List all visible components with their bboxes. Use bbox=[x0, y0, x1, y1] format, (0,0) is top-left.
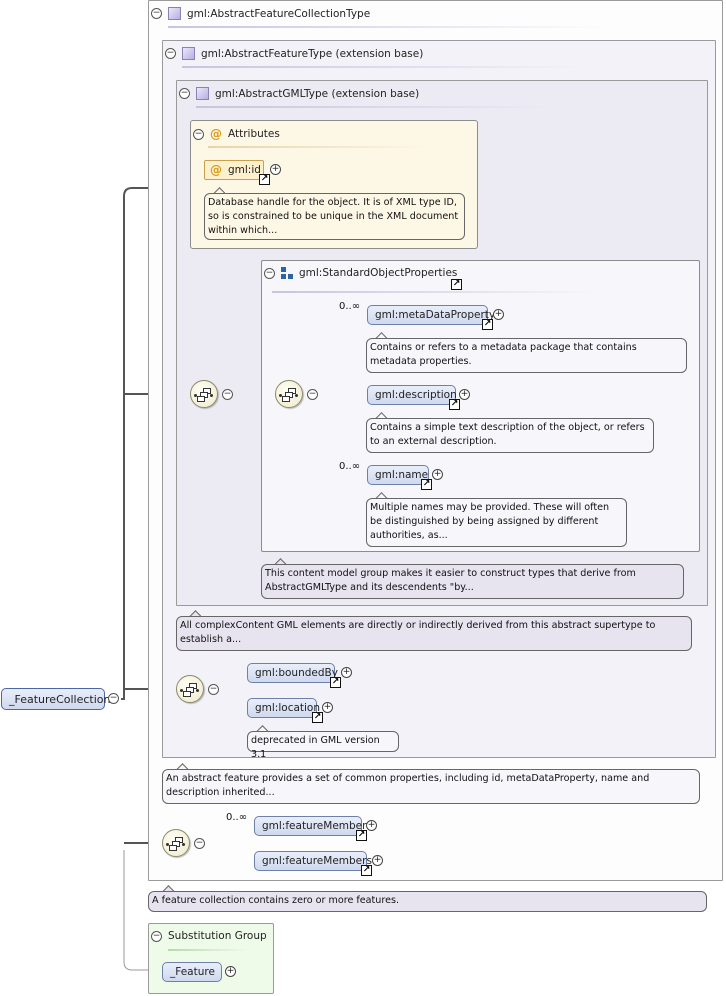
expand-icon[interactable]: + bbox=[493, 309, 504, 320]
metadata-property-doc: Contains or refers to a metadata package… bbox=[366, 338, 687, 373]
cardinality-label: 0..∞ bbox=[226, 812, 248, 823]
attribute-gml-id[interactable]: @ gml:id bbox=[204, 160, 264, 180]
attributes-title: Attributes bbox=[228, 128, 280, 140]
sequence-compositor-icon bbox=[176, 675, 204, 703]
collapse-icon[interactable]: − bbox=[179, 88, 190, 99]
element-label: gml:name bbox=[375, 469, 429, 481]
sequence-compositor-icon bbox=[190, 380, 218, 408]
attribute-label: gml:id bbox=[228, 164, 261, 176]
expand-icon[interactable]: + bbox=[322, 702, 333, 713]
collapse-icon[interactable]: − bbox=[151, 930, 162, 942]
sequence-compositor-icon bbox=[162, 829, 190, 857]
attribute-icon: @ bbox=[210, 127, 222, 141]
expand-icon[interactable]: + bbox=[459, 389, 470, 400]
complex-type-icon bbox=[168, 7, 181, 20]
cardinality-label: 0..∞ bbox=[339, 301, 361, 312]
reference-link-icon[interactable]: ↗ bbox=[482, 319, 493, 330]
element-label: _Feature bbox=[170, 966, 215, 978]
collapse-icon[interactable]: − bbox=[307, 389, 318, 400]
header-underline bbox=[196, 106, 556, 108]
element-label: gml:boundedBy bbox=[255, 667, 338, 679]
location-doc: deprecated in GML version 3.1 bbox=[247, 731, 399, 760]
element-location[interactable]: gml:location bbox=[247, 698, 321, 718]
header-underline bbox=[208, 146, 428, 148]
group-header: − gml:StandardObjectProperties bbox=[264, 267, 457, 279]
collapse-icon[interactable]: − bbox=[193, 128, 204, 140]
feature-collection-type-title: gml:AbstractFeatureCollectionType bbox=[187, 7, 371, 20]
substitution-group-title: Substitution Group bbox=[168, 930, 267, 942]
reference-link-icon[interactable]: ↗ bbox=[259, 174, 270, 185]
header-underline bbox=[272, 291, 602, 293]
element-bounded-by[interactable]: gml:boundedBy bbox=[247, 663, 338, 683]
element-label: gml:featureMembers bbox=[262, 855, 372, 867]
cardinality-label: 0..∞ bbox=[339, 461, 361, 472]
header-underline bbox=[168, 26, 608, 28]
feature-collection-doc: A feature collection contains zero or mo… bbox=[148, 891, 707, 912]
description-doc: Contains a simple text description of th… bbox=[366, 418, 654, 453]
reference-link-icon[interactable]: ↗ bbox=[361, 865, 372, 876]
reference-link-icon[interactable]: ↗ bbox=[356, 830, 367, 841]
element-label: gml:featureMember bbox=[262, 820, 367, 832]
group-title: gml:StandardObjectProperties bbox=[299, 267, 458, 279]
collapse-icon[interactable]: − bbox=[194, 838, 205, 849]
attribute-gml-id-doc: Database handle for the object. It is of… bbox=[204, 193, 465, 240]
reference-link-icon[interactable]: ↗ bbox=[421, 479, 432, 490]
name-doc: Multiple names may be provided. These wi… bbox=[366, 498, 627, 547]
collapse-icon[interactable]: − bbox=[165, 48, 176, 59]
expand-icon[interactable]: + bbox=[432, 469, 443, 480]
substitution-group-header: − Substitution Group bbox=[151, 930, 267, 942]
complex-type-icon bbox=[196, 87, 209, 100]
element-name[interactable]: gml:name bbox=[367, 465, 429, 485]
group-icon bbox=[281, 267, 293, 279]
complex-type-icon bbox=[182, 47, 195, 60]
element-description[interactable]: gml:description bbox=[367, 385, 457, 405]
expand-icon[interactable]: + bbox=[366, 820, 377, 831]
header-underline bbox=[168, 949, 248, 951]
reference-link-icon[interactable]: ↗ bbox=[451, 279, 462, 290]
attributes-header: − @ Attributes bbox=[193, 127, 280, 141]
feature-type-header: − gml:AbstractFeatureType (extension bas… bbox=[165, 47, 423, 60]
element-feature-member[interactable]: gml:featureMember bbox=[254, 816, 366, 836]
expand-icon[interactable]: + bbox=[372, 855, 383, 866]
element-feature-members[interactable]: gml:featureMembers bbox=[254, 851, 372, 871]
element-label: gml:description bbox=[375, 389, 457, 401]
feature-type-doc: An abstract feature provides a set of co… bbox=[162, 769, 700, 804]
collapse-icon[interactable]: − bbox=[222, 389, 233, 400]
gml-type-doc: All complexContent GML elements are dire… bbox=[176, 616, 692, 651]
substitution-group-box bbox=[148, 923, 274, 994]
sequence-compositor-icon bbox=[275, 380, 303, 408]
header-underline bbox=[182, 66, 582, 68]
root-collapse-icon[interactable]: − bbox=[108, 693, 119, 704]
feature-collection-type-header: − gml:AbstractFeatureCollectionType bbox=[151, 7, 370, 20]
expand-icon[interactable]: + bbox=[341, 667, 352, 678]
collapse-icon[interactable]: − bbox=[208, 684, 219, 695]
collapse-icon[interactable]: − bbox=[151, 8, 162, 19]
root-element-feature-collection[interactable]: _FeatureCollection bbox=[1, 688, 110, 710]
root-element-label: _FeatureCollection bbox=[9, 692, 111, 706]
standard-object-properties-doc: This content model group makes it easier… bbox=[261, 564, 684, 599]
gml-type-header: − gml:AbstractGMLType (extension base) bbox=[179, 87, 419, 100]
attribute-icon: @ bbox=[210, 163, 222, 177]
element-feature[interactable]: _Feature bbox=[162, 962, 222, 982]
gml-type-title: gml:AbstractGMLType (extension base) bbox=[215, 87, 420, 100]
collapse-icon[interactable]: − bbox=[264, 267, 275, 279]
element-metadata-property[interactable]: gml:metaDataProperty bbox=[367, 305, 495, 325]
feature-type-title: gml:AbstractFeatureType (extension base) bbox=[201, 47, 424, 60]
element-label: gml:location bbox=[255, 702, 321, 714]
reference-link-icon[interactable]: ↗ bbox=[330, 677, 341, 688]
reference-link-icon[interactable]: ↗ bbox=[312, 712, 323, 723]
reference-link-icon[interactable]: ↗ bbox=[449, 399, 460, 410]
expand-icon[interactable]: + bbox=[270, 164, 281, 175]
expand-icon[interactable]: + bbox=[225, 966, 236, 977]
element-label: gml:metaDataProperty bbox=[375, 309, 496, 321]
